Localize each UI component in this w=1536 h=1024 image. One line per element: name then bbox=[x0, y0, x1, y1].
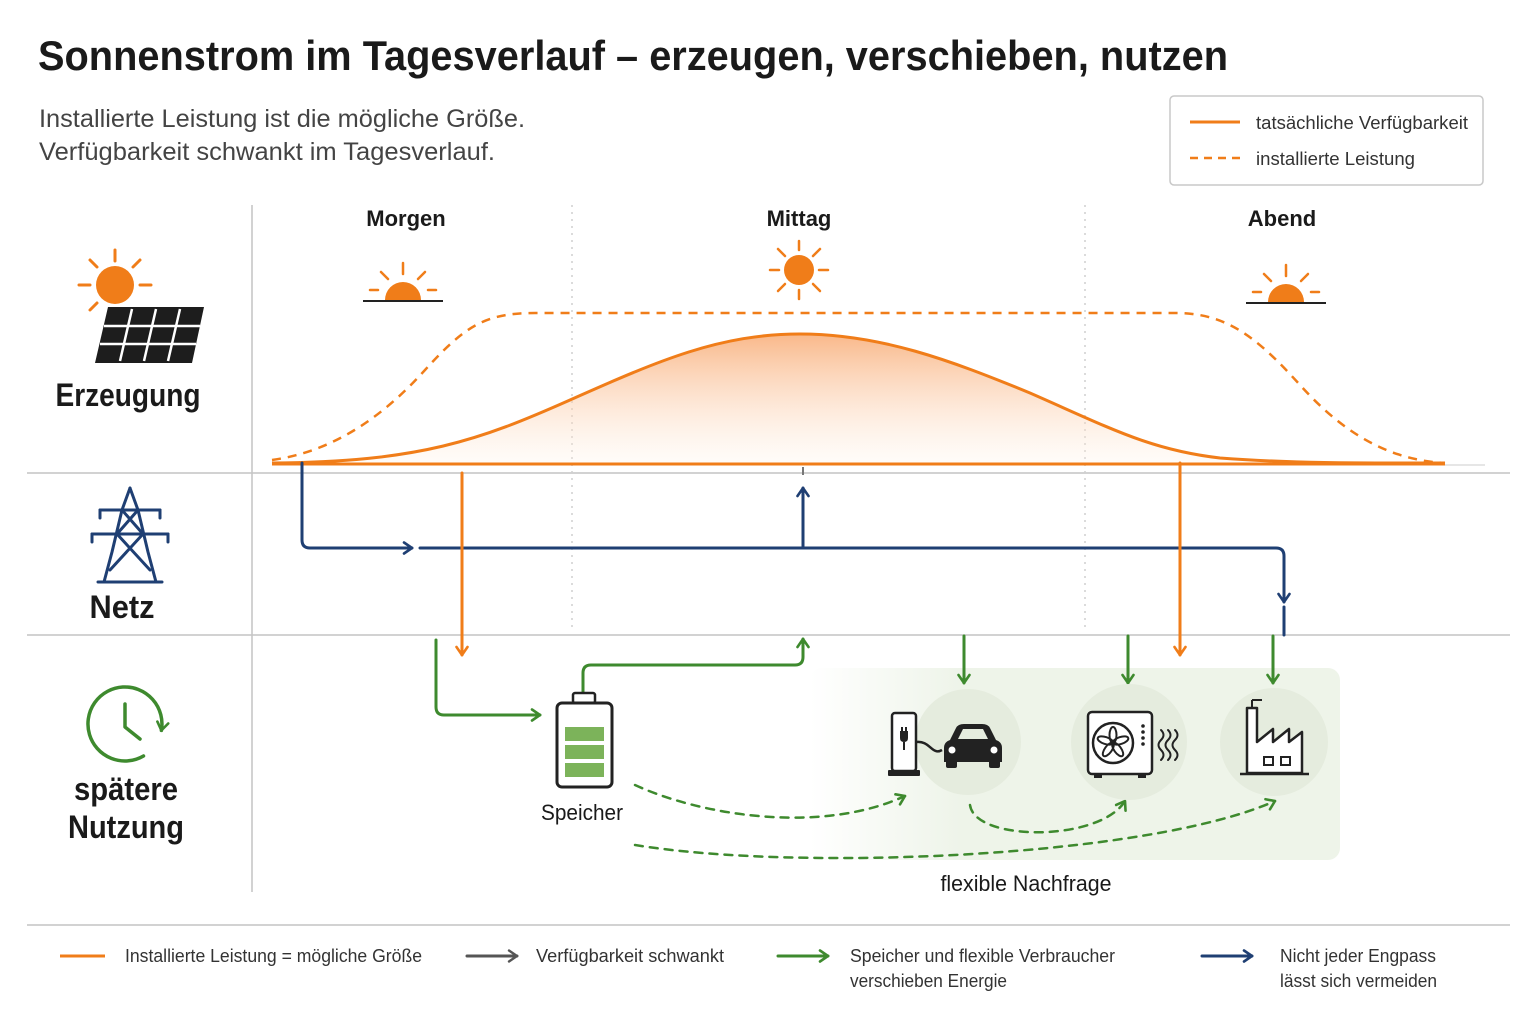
legend-bottleneck-text-line-1: Nicht jeder Engpass bbox=[1280, 946, 1436, 966]
legend-actual-label: tatsächliche Verfügbarkeit bbox=[1256, 113, 1468, 133]
car-icon bbox=[944, 724, 1002, 768]
sun-icon bbox=[77, 248, 153, 312]
charge-storage-arrow bbox=[434, 638, 542, 722]
row-label-later-use-line-1: spätere bbox=[74, 771, 178, 807]
row-label-grid: Netz bbox=[90, 589, 155, 625]
actual-availability-curve bbox=[271, 332, 1446, 465]
time-label-morning: Morgen bbox=[366, 206, 445, 231]
power-pylon-icon bbox=[90, 486, 170, 584]
ev-charger-icon bbox=[888, 711, 943, 776]
factory-icon bbox=[1240, 699, 1309, 776]
subtitle-line-2: Verfügbarkeit schwankt im Tagesverlauf. bbox=[39, 138, 495, 166]
storage-to-noon-arrow bbox=[581, 637, 810, 695]
subtitle-line-1: Installierte Leistung ist die mögliche G… bbox=[39, 105, 525, 133]
heat-pump-icon bbox=[1086, 710, 1179, 778]
legend-variability-text: Verfügbarkeit schwankt bbox=[536, 946, 724, 966]
storage-label: Speicher bbox=[541, 800, 623, 825]
legend-shift-text-line-1: Speicher und flexible Verbraucher bbox=[850, 946, 1115, 966]
legend-top: tatsächliche Verfügbarkeit installierte … bbox=[1169, 95, 1484, 186]
solar-panel-icon bbox=[95, 307, 204, 363]
row-label-generation: Erzeugung bbox=[56, 377, 201, 413]
sunrise-icon bbox=[363, 261, 443, 302]
legend-shift-text-line-2: verschieben Energie bbox=[850, 971, 1007, 991]
legend-installed-label: installierte Leistung bbox=[1256, 149, 1415, 169]
grid-transport-arrow bbox=[418, 546, 1291, 604]
flexible-demand-label: flexible Nachfrage bbox=[941, 871, 1112, 896]
legend-bottom: Installierte Leistung = mögliche Größe V… bbox=[60, 946, 1437, 991]
page-title: Sonnenstrom im Tagesverlauf – erzeugen, … bbox=[38, 32, 1228, 79]
legend-box bbox=[1169, 95, 1484, 186]
grid-feed-in-arrow bbox=[300, 461, 414, 555]
legend-bottleneck-text-line-2: lässt sich vermeiden bbox=[1280, 971, 1437, 991]
installed-capacity-curve bbox=[271, 311, 1446, 465]
sunset-icon bbox=[1246, 263, 1326, 304]
ev-to-heatpump-dashed-arrow bbox=[968, 799, 1127, 834]
clock-icon bbox=[86, 685, 170, 763]
battery-icon bbox=[555, 691, 614, 789]
sun-icon-noon bbox=[768, 239, 830, 301]
storage-to-factory-dashed-arrow bbox=[633, 797, 1277, 860]
storage-to-ev-dashed-arrow bbox=[633, 783, 907, 819]
legend-installed-text: Installierte Leistung = mögliche Größe bbox=[125, 946, 422, 966]
actual-availability-area bbox=[272, 334, 1445, 464]
time-label-noon: Mittag bbox=[767, 206, 832, 231]
row-label-later-use-line-2: Nutzung bbox=[68, 809, 184, 845]
time-label-evening: Abend bbox=[1248, 206, 1316, 231]
